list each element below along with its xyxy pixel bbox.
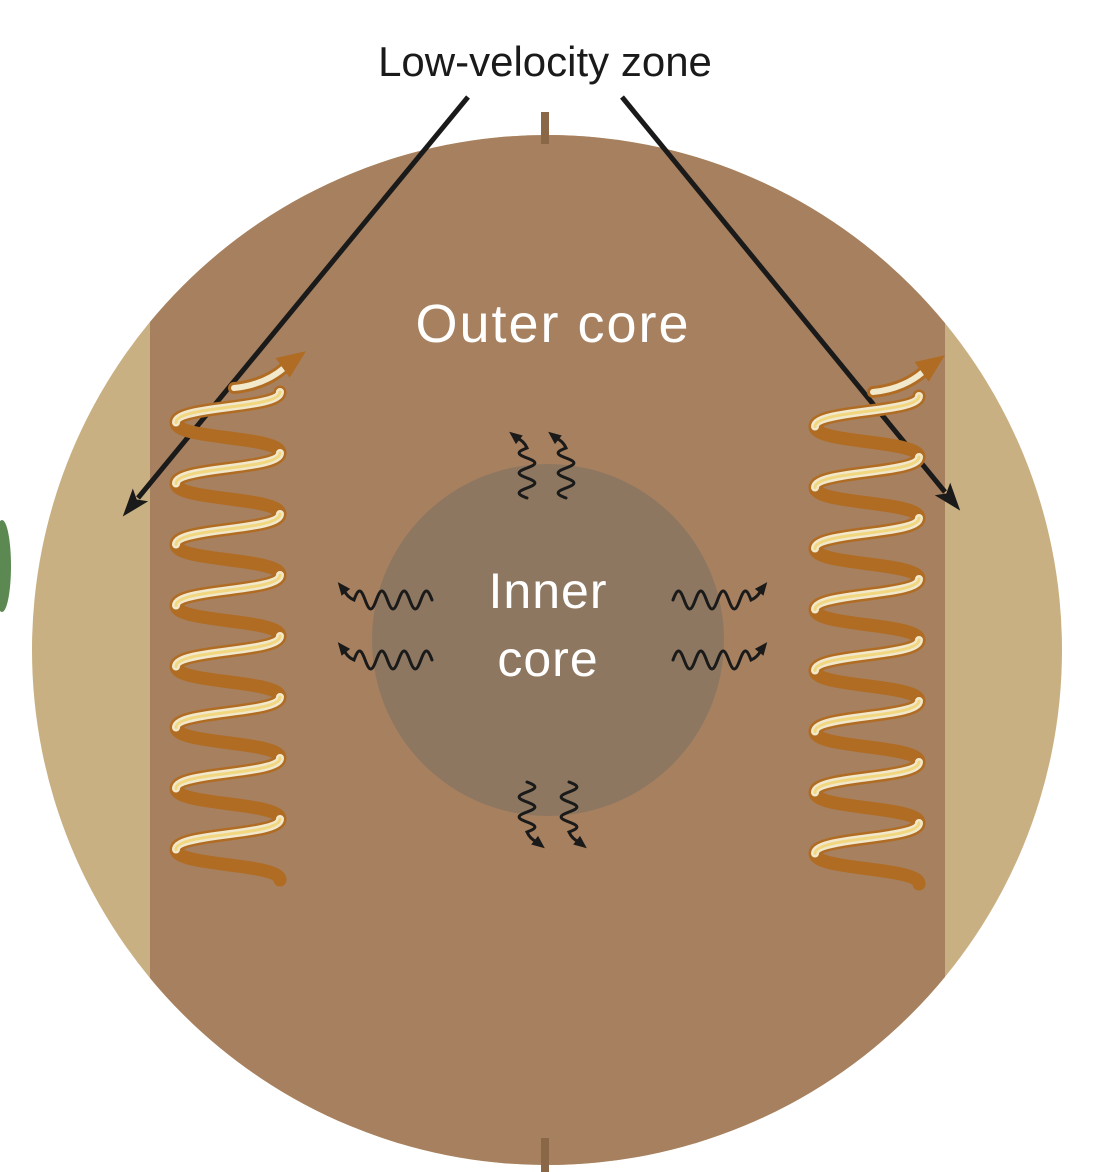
s-wave-squiggle-top-right [548, 431, 576, 500]
p-wave-arrow-right-lower [671, 642, 768, 671]
rotation-axis-tick-bottom [541, 1138, 549, 1172]
earth-core-globe [32, 135, 1062, 1165]
seismic-waves [337, 431, 768, 849]
inner-core-circle [372, 464, 724, 816]
outer-core-label: Outer core [415, 294, 690, 354]
s-wave-squiggle-top-left [509, 431, 537, 500]
pointer-arrow-right [620, 95, 961, 511]
convection-coil-left [169, 351, 306, 887]
s-wave-squiggle-bottom-left [517, 780, 545, 849]
inner-core-label-line2: core [497, 631, 598, 687]
p-wave-arrow-left-lower [337, 642, 434, 671]
inner-core-label-line1: Inner [489, 563, 608, 619]
s-wave-squiggle-bottom-right [559, 780, 587, 849]
p-wave-arrow-right-upper [671, 582, 768, 611]
edge-artifact [0, 520, 11, 612]
p-wave-arrow-left-upper [337, 582, 434, 611]
rotation-axis-tick-top [541, 112, 549, 144]
convection-coil-right [808, 355, 945, 891]
low-velocity-zone-label: Low-velocity zone [378, 38, 712, 85]
